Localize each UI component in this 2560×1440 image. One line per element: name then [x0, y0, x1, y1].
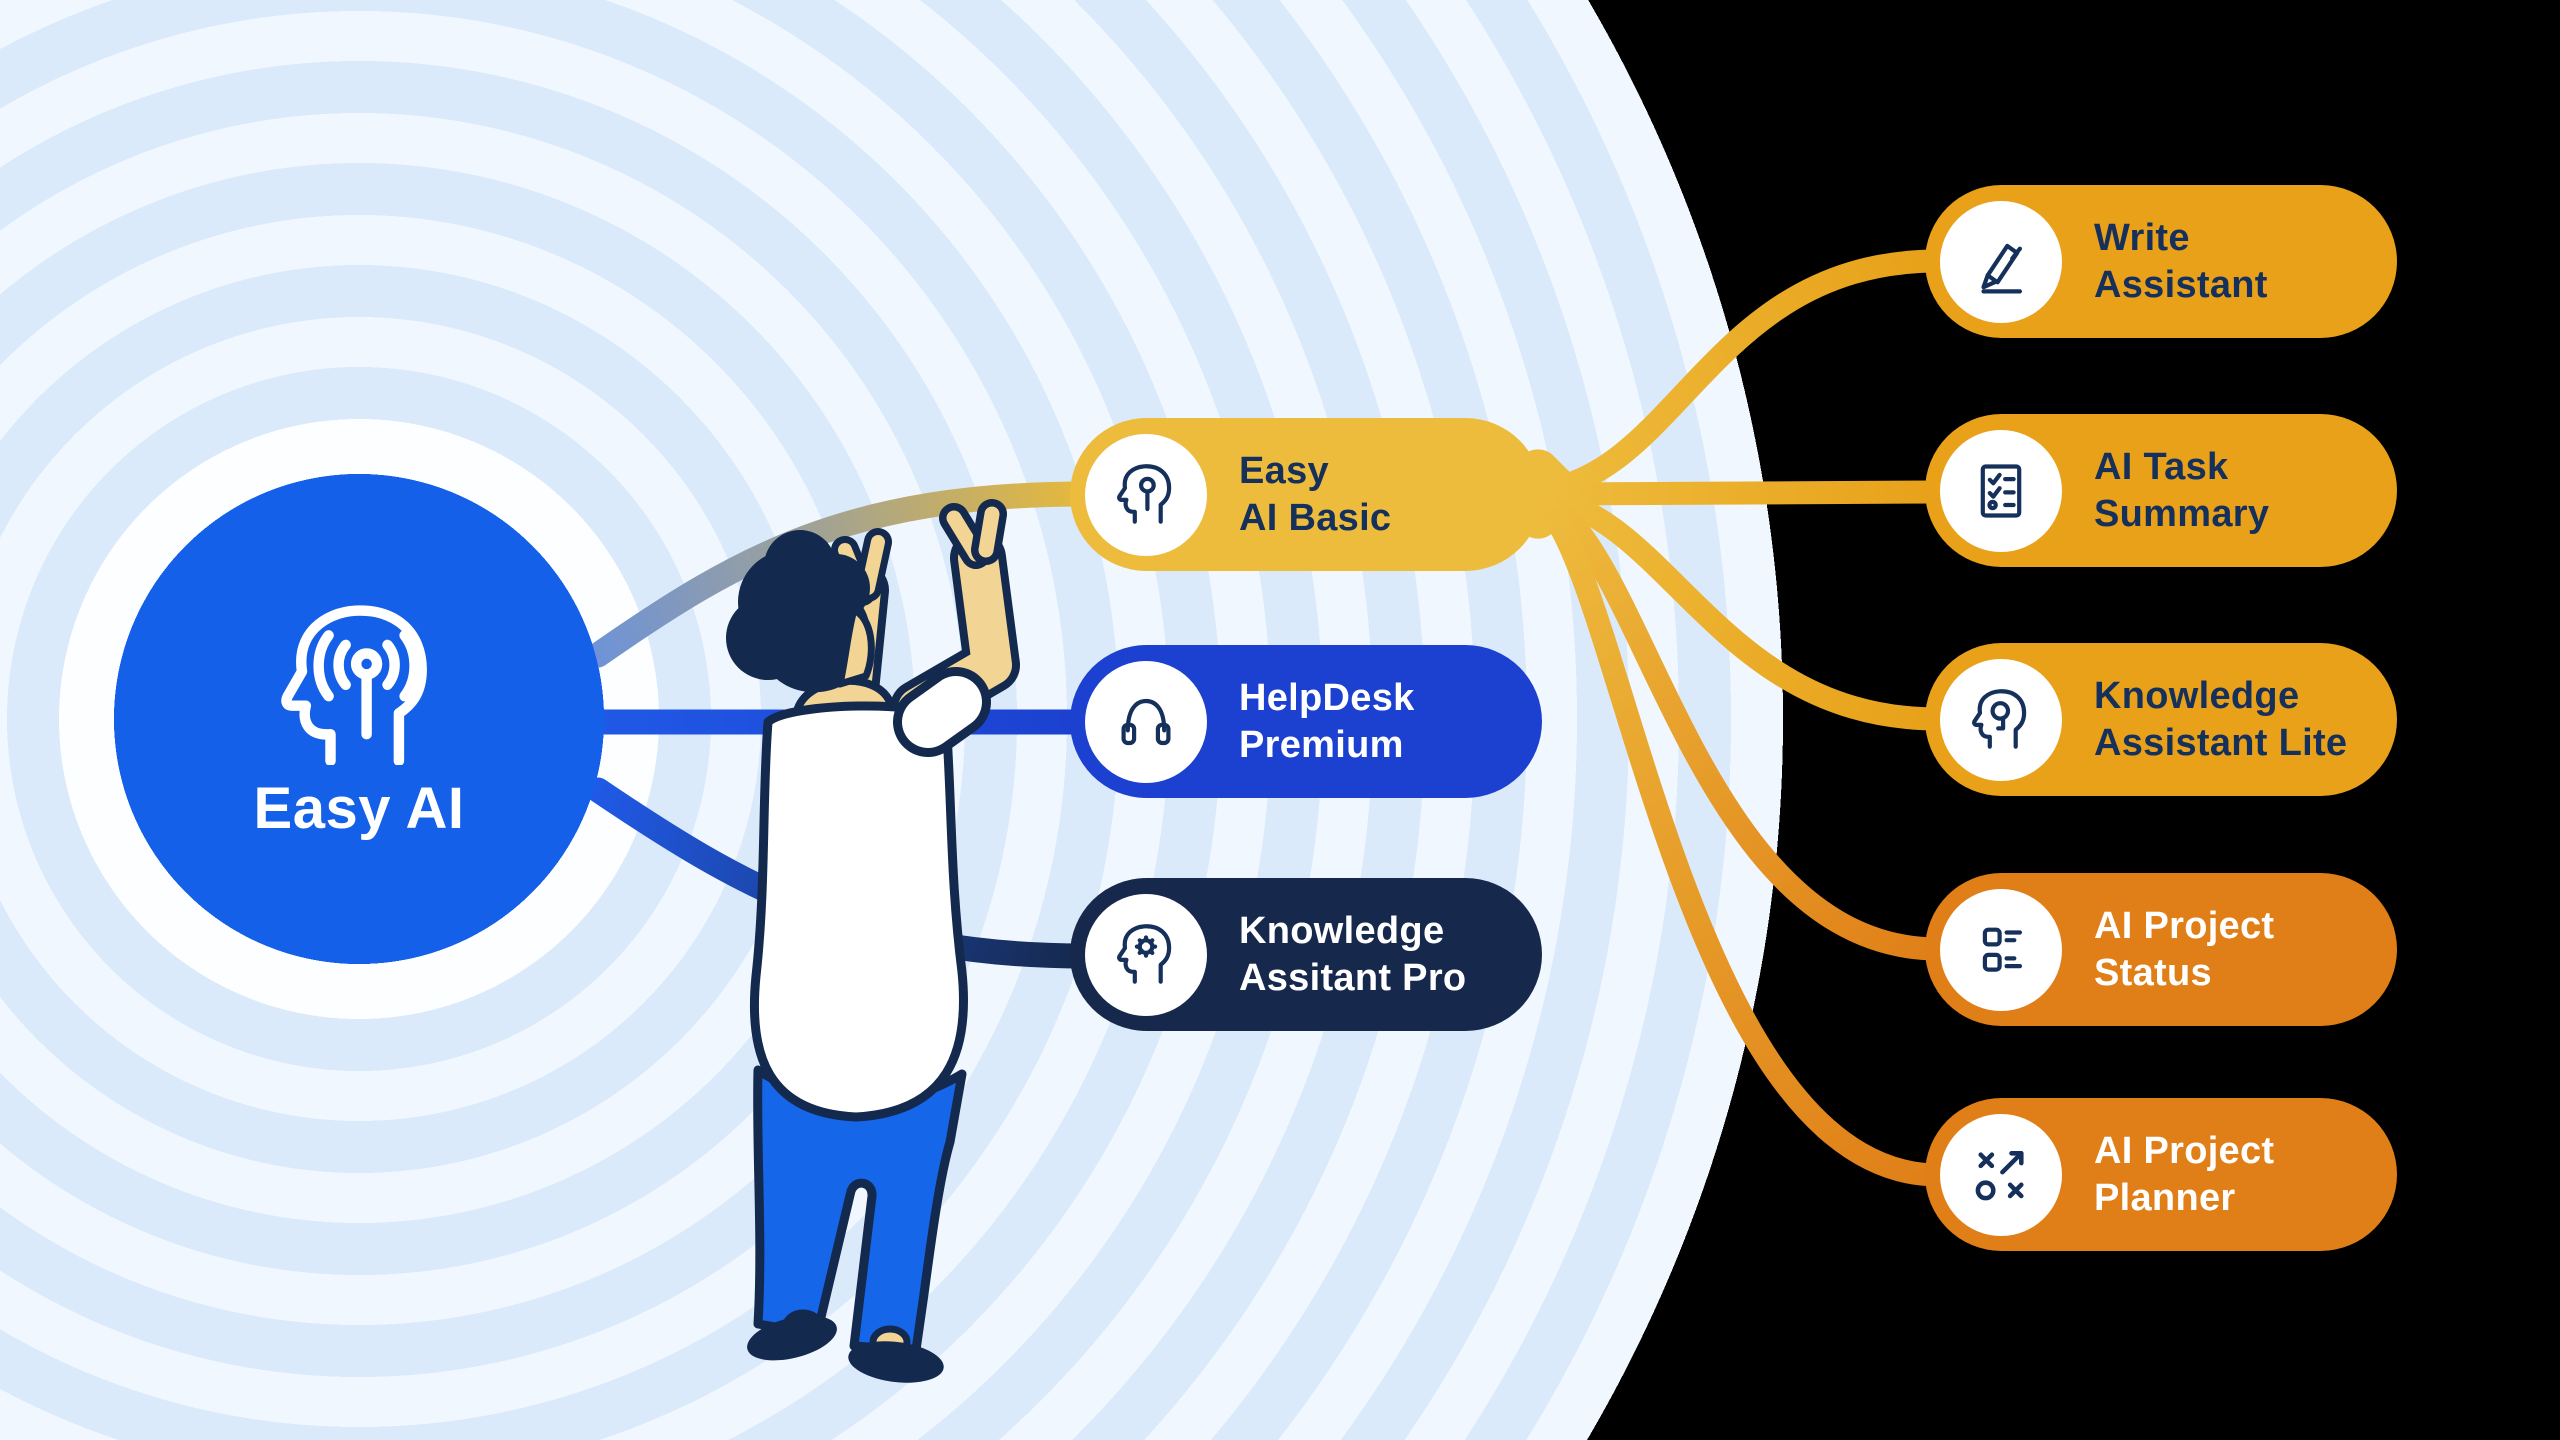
edge-basic-to-ai-task-summary [1533, 480, 1950, 506]
person-shoe-right [848, 1341, 944, 1383]
node-label: HelpDesk Premium [1239, 676, 1415, 766]
icon-circle [1940, 429, 2062, 552]
edge-basic-to-write-assistant [1533, 249, 1950, 502]
node-label: AI Task Summary [2094, 445, 2270, 535]
edge-basic-to-ai-project-planner [1533, 494, 1950, 1187]
icon-circle [1940, 888, 2062, 1011]
status-list-icon [1982, 927, 2022, 972]
headset-icon [1121, 698, 1171, 745]
node-label: Knowledge Assistant Lite [2094, 674, 2348, 764]
icon-circle [1085, 660, 1207, 783]
node-ai-project-status: AI Project Status [1925, 873, 2397, 1026]
node-label: AI Project Status [2094, 904, 2275, 994]
person-shoe-left [747, 1315, 837, 1361]
pencil-icon [1981, 243, 2022, 293]
node-label: AI Project Planner [2094, 1129, 2275, 1219]
node-helpdesk-premium: HelpDesk Premium [1070, 645, 1542, 798]
edge-basic-to-ai-project-status [1533, 490, 1950, 961]
edge-basic-to-knowledge-assistant-lite [1533, 486, 1950, 731]
node-ai-project-planner: AI Project Planner [1925, 1098, 2397, 1251]
root-node-easy-ai: Easy AI [114, 474, 604, 964]
node-knowledge-assistant-lite: Knowledge Assistant Lite [1925, 643, 2397, 796]
head-gear-icon [1117, 923, 1172, 984]
icon-circle [1085, 433, 1207, 556]
node-label: Write Assistant [2094, 216, 2268, 306]
checklist-icon [1980, 463, 2022, 518]
head-assistant-icon [1117, 463, 1172, 524]
person-illustration [726, 499, 1020, 1383]
node-knowledge-assitant-pro: Knowledge Assitant Pro [1070, 878, 1542, 1031]
node-label: Knowledge Assitant Pro [1239, 909, 1467, 999]
icon-circle [1940, 658, 2062, 781]
node-write-assistant: Write Assistant [1925, 185, 2397, 338]
icon-circle [1085, 893, 1207, 1016]
icon-circle [1940, 200, 2062, 323]
node-easy-ai-basic: Easy AI Basic [1070, 418, 1542, 571]
icon-circle [1940, 1113, 2062, 1236]
person [726, 499, 1020, 1383]
node-label: Easy AI Basic [1239, 449, 1392, 539]
head-search-icon [1972, 688, 2027, 749]
node-ai-task-summary: AI Task Summary [1925, 414, 2397, 567]
head-signal-icon [281, 604, 427, 765]
root-node-label: Easy AI [253, 775, 465, 841]
strategy-icon [1975, 1150, 2024, 1200]
person-shirt [749, 701, 969, 1122]
